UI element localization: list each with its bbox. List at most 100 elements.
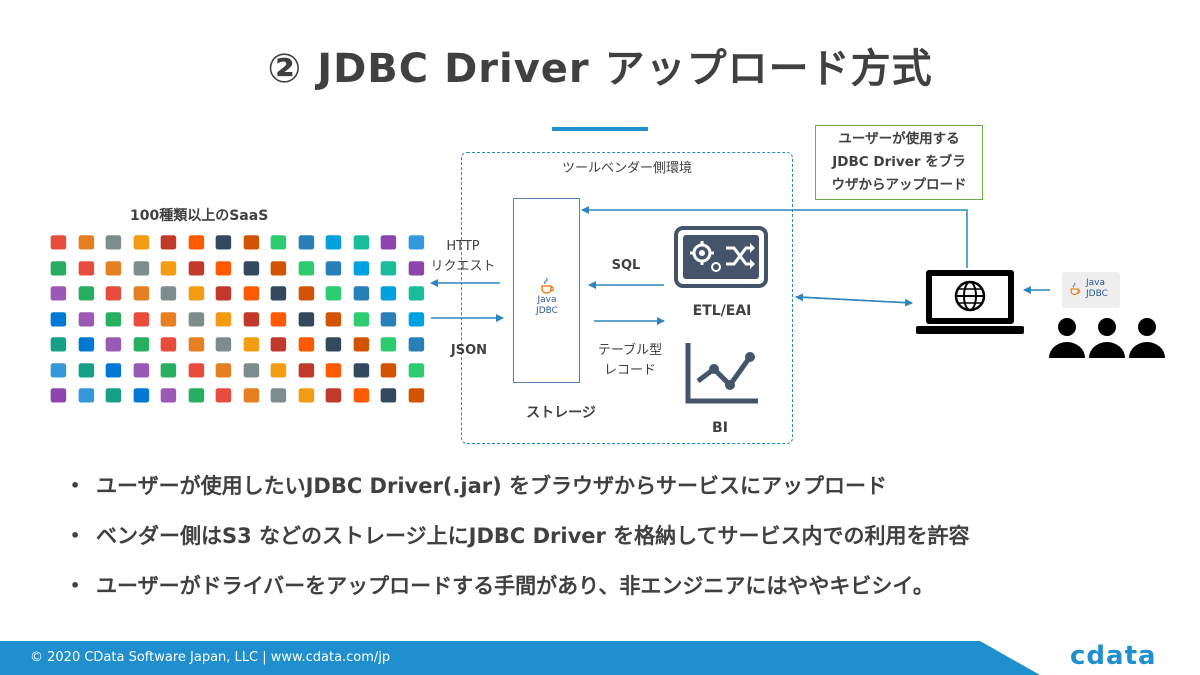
saas-logo-icon [243, 260, 259, 275]
saas-logo-icon [50, 388, 66, 403]
saas-logo-icon [353, 260, 369, 275]
saas-logo-icon [325, 260, 341, 275]
saas-logo-icon [160, 337, 176, 352]
saas-logo-icon [243, 363, 259, 378]
bullet-item: •ユーザーがドライバーをアップロードする手間があり、非エンジニアにはややキビシイ… [70, 570, 934, 600]
saas-logo-icon [78, 260, 94, 275]
saas-logo-icon [408, 337, 424, 352]
saas-logo-icon [133, 286, 149, 301]
saas-logo-icon [188, 363, 204, 378]
saas-logo-icon [408, 235, 424, 250]
saas-logo-icon [133, 388, 149, 403]
bullet-item: • ユーザーが使用したいJDBC Driver(.jar) をブラウザからサービス… [70, 470, 887, 500]
java-jdbc-badge: Java JDBC [520, 277, 574, 317]
bullet-dot: • [70, 476, 81, 495]
saas-logo-icon [380, 311, 396, 326]
java-badge-line-2: JDBC [536, 306, 558, 316]
saas-logo-icon [105, 235, 121, 250]
java-cup-icon [1070, 282, 1081, 295]
saas-logo-icon [105, 311, 121, 326]
saas-logo-icon [50, 337, 66, 352]
saas-logo-icon [243, 235, 259, 250]
saas-logo-icon [298, 363, 314, 378]
etl-laptop-arrow-b [795, 293, 913, 304]
table-record-line-2: レコード [603, 363, 656, 378]
saas-logo-icon [105, 286, 121, 301]
saas-logo-icon [408, 311, 424, 326]
saas-logo-icon [325, 286, 341, 301]
saas-logo-icon [325, 311, 341, 326]
upload-callout: ユーザーが使用する JDBC Driver をブラ ウザからアップロード [815, 125, 983, 200]
saas-logo-icon [78, 286, 94, 301]
storage-box [513, 198, 580, 383]
saas-logo-icon [188, 388, 204, 403]
saas-logo-icon [270, 311, 286, 326]
saas-logo-icon [270, 388, 286, 403]
saas-logo-icon [160, 286, 176, 301]
saas-logo-icon [298, 311, 314, 326]
saas-logo-icon [298, 337, 314, 352]
saas-logo-icon [188, 337, 204, 352]
saas-logo-icon [105, 388, 121, 403]
bi-chart-icon [685, 343, 758, 404]
saas-logo-icon [243, 337, 259, 352]
saas-logo-icon [50, 286, 66, 301]
callout-line-3: ウザからアップロード [831, 177, 967, 193]
http-label: HTTP リクエスト [426, 237, 500, 277]
saas-logo-icon [380, 235, 396, 250]
bullet-dot: • [70, 526, 81, 545]
saas-logo-icon [215, 311, 231, 326]
saas-logo-icon [160, 235, 176, 250]
saas-logo-icon [78, 311, 94, 326]
saas-logo-icon [325, 363, 341, 378]
saas-logo-icon [353, 363, 369, 378]
bullet-text-1: ユーザーが使用したいJDBC Driver(.jar) をブラウザからサービスに… [96, 474, 888, 498]
saas-logo-icon [353, 286, 369, 301]
saas-logo-icon [380, 363, 396, 378]
saas-logo-icon [133, 311, 149, 326]
saas-logo-icon [380, 388, 396, 403]
saas-logo-icon [160, 260, 176, 275]
saas-logo-icon [408, 260, 424, 275]
upload-arrow [581, 206, 968, 268]
sql-label: SQL [611, 258, 641, 273]
saas-logo-icon [298, 235, 314, 250]
table-record-line-1: テーブル型 [597, 343, 663, 358]
saas-logo-icon [270, 337, 286, 352]
cdata-logo: cdata [1070, 641, 1157, 671]
saas-logo-icon [78, 337, 94, 352]
storage-label: ストレージ [526, 405, 596, 421]
saas-logo-icon [325, 235, 341, 250]
callout-line-1: ユーザーが使用する [838, 131, 960, 147]
json-label: JSON [450, 343, 488, 358]
saas-logo-icon [133, 235, 149, 250]
table-record-label: テーブル型 レコード [590, 341, 670, 381]
callout-line-2: JDBC Driver をブラ [832, 154, 966, 170]
saas-logo-icon [243, 388, 259, 403]
saas-logo-icon [380, 286, 396, 301]
saas-logo-icon [298, 388, 314, 403]
users-group-icon [1049, 318, 1165, 358]
saas-logo-icon [188, 260, 204, 275]
bi-label: BI [712, 420, 728, 436]
user-java-badge: Java JDBC [1062, 272, 1120, 308]
saas-logo-icon [215, 235, 231, 250]
http-label-line-2: リクエスト [430, 259, 496, 274]
bullet-text-2: ベンダー側はS3 などのストレージ上にJDBC Driver を格納してサービス… [96, 524, 970, 548]
saas-logo-icon [133, 260, 149, 275]
etl-eai-icon [674, 226, 768, 288]
user-java-badge-text: Java JDBC [1086, 278, 1108, 300]
footer-band [0, 641, 1040, 675]
saas-logo-icon [160, 311, 176, 326]
saas-logo-icon [243, 311, 259, 326]
saas-logo-icon [160, 363, 176, 378]
saas-logo-icon [353, 235, 369, 250]
saas-logo-icon [243, 286, 259, 301]
java-cup-icon [541, 277, 554, 294]
saas-logo-icon [270, 235, 286, 250]
saas-logo-icon [78, 235, 94, 250]
saas-logo-icon [105, 260, 121, 275]
saas-logo-icon [270, 286, 286, 301]
saas-logo-icon [50, 235, 66, 250]
